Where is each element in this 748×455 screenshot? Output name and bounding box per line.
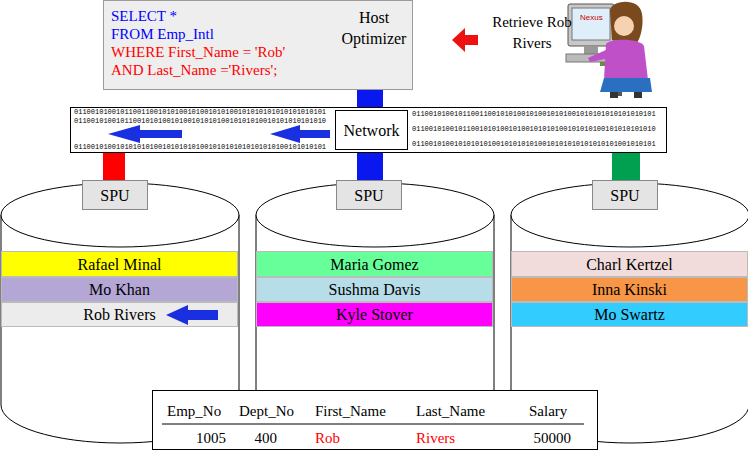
spu-box-text: SPU [354,186,383,205]
record-row-text: Mo Khan [89,280,150,299]
host-box-text: FROM Emp_Intl [111,25,214,43]
result-table: Emp_No Dept_No First_Name Last_Name Salary 10… [152,390,598,450]
table-rule [162,424,584,425]
bus-connector-line [357,153,383,180]
data-flow-arrow [270,125,330,143]
record-row-text: Rafael Minal [78,255,162,274]
result-table-text: Salary [529,402,567,420]
host-box-text: Host Optimizer [336,7,412,49]
spu-box-text: SPU [100,186,129,205]
host-box: SELECT *FROM Emp_IntlWHERE First_Name = … [103,0,413,90]
spu-box: SPU [592,180,658,210]
bus-connector [114,153,115,180]
spu-box: SPU [336,180,402,210]
record-row-text: Mo Swartz [594,305,665,324]
spu-box-text: SPU [610,186,639,205]
host-box-text: AND Last_Name ='Rivers'; [111,61,277,79]
bit-stream: 0110010100101100110010101001010010101001… [412,110,656,118]
result-table-text: Emp_No [167,402,221,420]
record-row: Rafael Minal [1,251,238,277]
host-box-text: SELECT * [111,7,177,25]
row-pointer-arrow [166,305,218,325]
bus-connector-line [103,153,125,180]
request-arrow [452,28,478,52]
result-table-text: Last_Name [416,402,485,420]
record-row: Mo Khan [1,277,238,302]
bit-stream: 0110010100101100110010101001010010101001… [74,108,326,116]
record-row: Kyle Stover [256,302,493,327]
record-row-text: Inna Kinski [592,280,667,299]
record-row: Sushma Davis [256,277,493,302]
result-table-text: First_Name [315,402,386,420]
bit-stream: 0110010100101010101001010101010010101010… [412,140,656,148]
bus-connector [370,153,371,180]
record-row: Inna Kinski [511,277,748,302]
result-table-text: 1005 [196,429,226,447]
result-table-text: 50000 [534,429,572,447]
data-flow-arrow [108,125,182,143]
result-table-text: Dept_No [239,402,294,420]
record-row: Mo Swartz [511,302,748,327]
bit-stream: 0110010100101100101010010100101010100101… [74,117,326,125]
host-box-text: WHERE First_Name = 'Rob' [111,43,285,61]
bus-connector-line [357,90,383,107]
disk-cylinder [1,183,748,443]
spu-box: SPU [82,180,148,210]
record-row-text: Charl Kertzel [586,255,673,274]
result-table-text: Rob [315,429,340,447]
record-row-text: Kyle Stover [336,305,413,324]
record-row-text: Sushma Davis [329,280,421,299]
request-label: Retrieve Rob Rivers [492,12,572,54]
record-row: Charl Kertzel [511,251,748,277]
result-table-text: Rivers [416,429,455,447]
bus-connector [370,90,371,107]
bus-connector [626,153,627,180]
record-row-text: Rob Rivers [83,305,155,324]
result-table-text: 400 [255,429,278,447]
bus-connector-line [612,153,640,180]
user-icon [566,2,652,98]
bit-stream: 0110010100101100101010010100101010100101… [412,125,656,133]
record-row-text: Maria Gomez [330,255,418,274]
record-row: Maria Gomez [256,251,493,277]
network-bus-text: Network [335,110,408,150]
bit-stream: 0110010100101010101001010101010010101010… [74,143,326,151]
screen-logo: Nexus [580,13,603,23]
